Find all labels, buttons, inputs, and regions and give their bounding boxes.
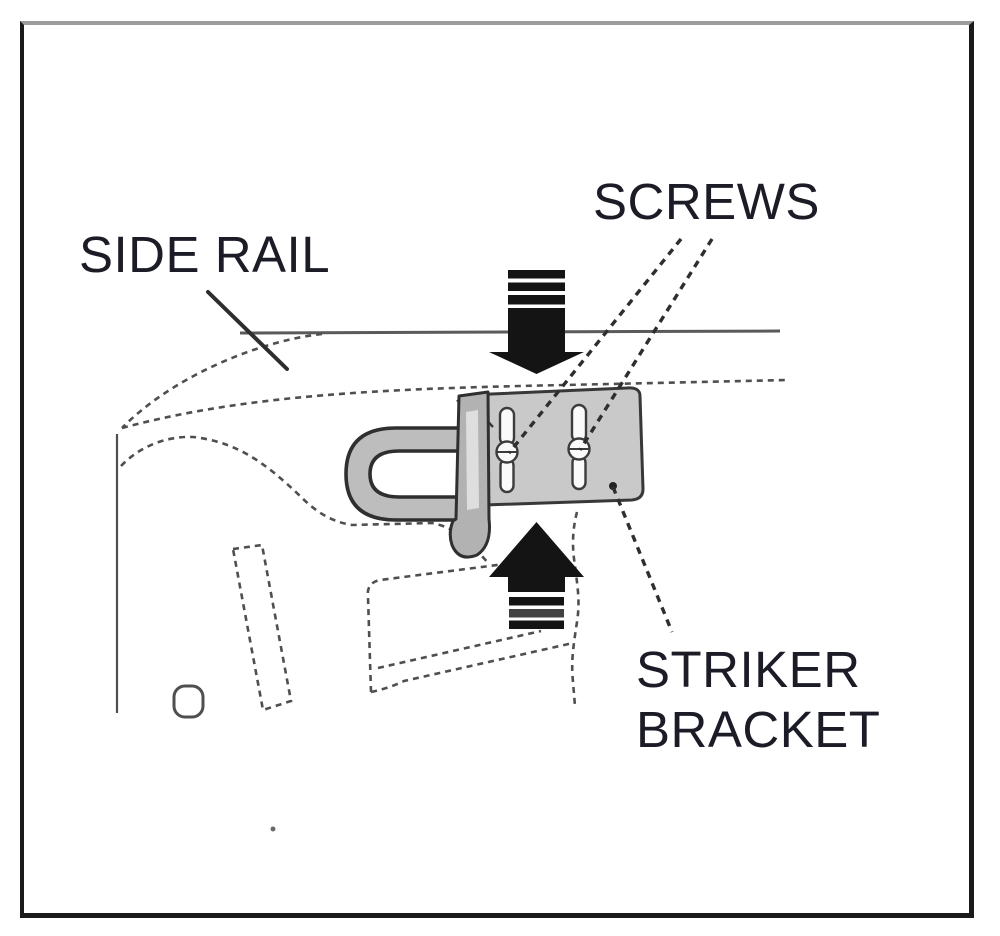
striker-bracket-leader-line (611, 486, 674, 633)
pillar-trim-strip (231, 543, 293, 712)
screws-leader-line-right (578, 238, 714, 451)
belt-line-curve (120, 435, 490, 565)
side-rail-label: SIDE RAIL (79, 226, 331, 283)
striker-bracket-label-line2: BRACKET (636, 701, 881, 758)
screw-right (567, 403, 591, 491)
grommet-ring (172, 684, 205, 719)
down-arrow-icon (489, 270, 584, 374)
door-seam-line (570, 511, 580, 707)
a-pillar-curve (121, 332, 323, 429)
sill-panel-inner-edge (377, 629, 542, 670)
up-arrow-icon (489, 522, 584, 629)
striker-loop (344, 426, 464, 522)
screws-leader-line-left (507, 237, 683, 455)
rail-lower-edge-line (121, 378, 788, 430)
bracket-flange (448, 390, 491, 559)
screws-label: SCREWS (593, 173, 820, 230)
side-rail-leader-line (206, 290, 289, 371)
striker-bracket-label-line1: STRIKER (636, 641, 861, 698)
striker-bracket-label: STRIKER BRACKET (636, 640, 880, 760)
screw-left (495, 406, 519, 494)
speck (270, 826, 276, 832)
sill-panel-bottom-edge (370, 641, 574, 694)
